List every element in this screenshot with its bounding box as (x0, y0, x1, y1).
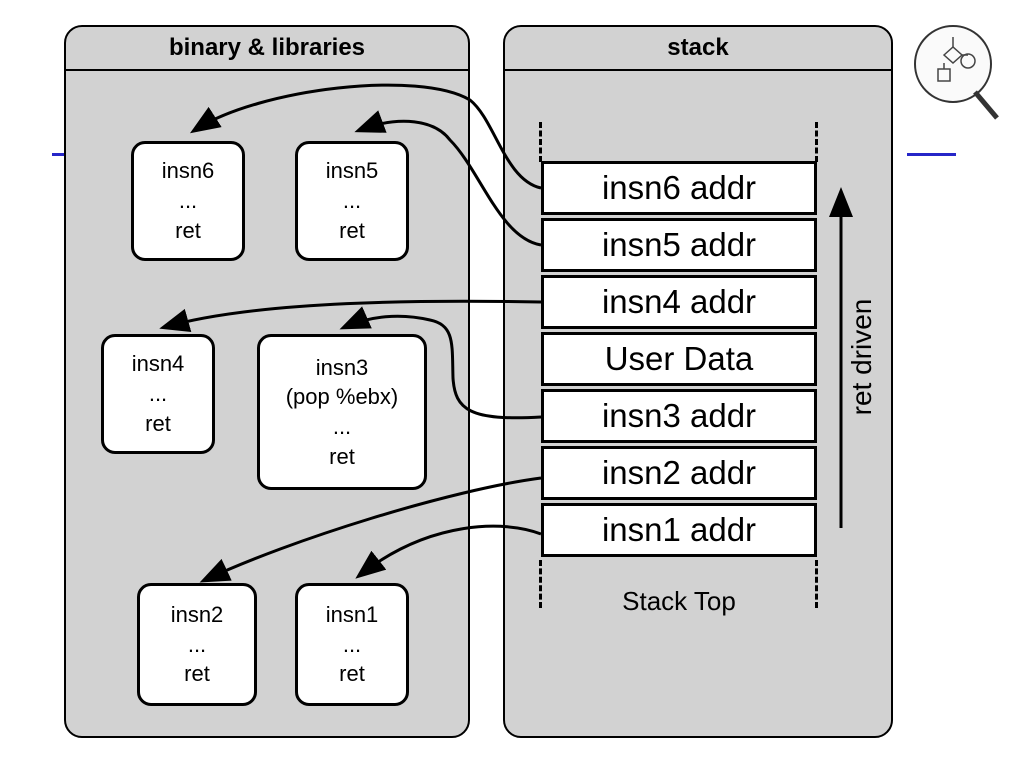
insn2-box: insn2 ... ret (137, 583, 257, 706)
insn-line: ret (339, 661, 365, 687)
insn-line: insn3 (315, 354, 369, 380)
binary-libraries-title: binary & libraries (66, 27, 468, 71)
arrow-insn3 (339, 306, 542, 420)
arrow-insn5 (354, 110, 542, 247)
insn-line: (pop %ebx) (285, 384, 399, 410)
accent-bar-right (907, 153, 956, 156)
insn-line: ... (342, 188, 362, 214)
stack-top-label: Stack Top (622, 586, 736, 616)
stack-slot-insn3-addr: insn3 addr (541, 389, 817, 443)
insn5-box: insn5 ... ret (295, 141, 409, 261)
magnifier-flowchart-icon (914, 25, 992, 103)
arrow-insn4 (159, 299, 542, 332)
insn-line: insn4 (131, 351, 185, 377)
arrow-insn1 (355, 524, 542, 579)
insn-line: insn5 (325, 158, 379, 184)
insn6-box: insn6 ... ret (131, 141, 245, 261)
stack-slot-insn1-addr: insn1 addr (541, 503, 817, 557)
insn-line: ret (175, 217, 201, 243)
arrow-insn2 (199, 476, 542, 583)
accent-bar-left (52, 153, 66, 156)
stack-slot-insn2-addr: insn2 addr (541, 446, 817, 500)
insn-line: ... (187, 631, 207, 657)
insn-line: ret (329, 443, 355, 469)
stack-dashed-edge-left-top (539, 122, 542, 162)
insn-line: ... (178, 188, 198, 214)
stack-slot-insn5-addr: insn5 addr (541, 218, 817, 272)
insn-line: ... (332, 414, 352, 439)
arrow-insn6 (189, 83, 542, 190)
insn1-box: insn1 ... ret (295, 583, 409, 706)
stack-slot-insn6-addr: insn6 addr (541, 161, 817, 215)
stack-slot-insn4-addr: insn4 addr (541, 275, 817, 329)
insn-line: insn1 (325, 601, 379, 627)
insn-line: ret (339, 217, 365, 243)
insn-line: ret (184, 661, 210, 687)
insn-line: ... (342, 631, 362, 657)
insn3-box: insn3 (pop %ebx) ... ret (257, 334, 427, 490)
stack-dashed-edge-right-top (815, 122, 818, 162)
stack-title: stack (505, 27, 891, 71)
stack-slot-user-data: User Data (541, 332, 817, 386)
stack-dashed-edge-right-bottom (815, 560, 818, 608)
stack-dashed-edge-left-bottom (539, 560, 542, 608)
insn-line: insn6 (161, 158, 215, 184)
insn-line: insn2 (170, 601, 224, 627)
insn-line: ret (145, 410, 171, 436)
insn4-box: insn4 ... ret (101, 334, 215, 454)
insn-line: ... (148, 381, 168, 407)
